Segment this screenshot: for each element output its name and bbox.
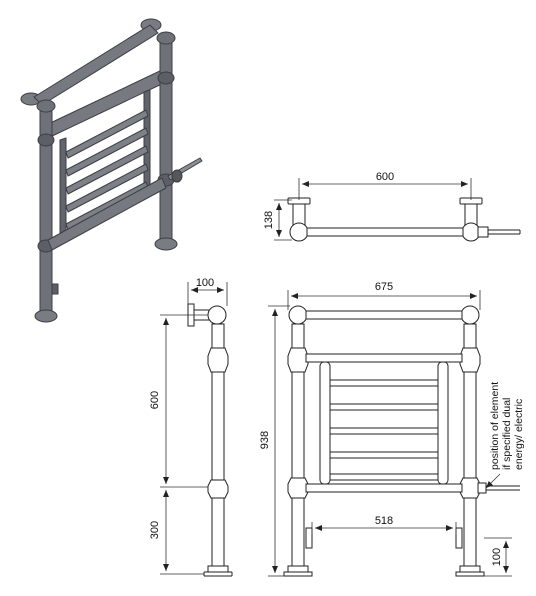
side-upper-label: 600 — [149, 391, 161, 409]
side-dimensions — [160, 282, 228, 575]
plan-width-label: 600 — [376, 171, 394, 183]
isometric-view — [20, 18, 203, 323]
inner-width-label: 518 — [375, 515, 393, 527]
note-line-2: if specified dual — [501, 398, 513, 470]
front-width-label: 675 — [375, 281, 393, 293]
side-view — [187, 303, 233, 577]
foot-height-label: 100 — [491, 548, 503, 566]
element-note: position of element if specified dual en… — [489, 382, 525, 470]
side-lower-label: 300 — [149, 521, 161, 539]
side-depth-label: 100 — [196, 277, 214, 289]
plan-depth-label: 138 — [263, 211, 275, 229]
front-height-label: 938 — [259, 431, 271, 449]
note-line-1: position of element — [489, 382, 501, 470]
note-line-3: energy/ electric — [513, 399, 525, 470]
plan-view — [287, 197, 521, 242]
front-dimensions — [268, 290, 512, 577]
plan-dimensions — [274, 178, 472, 241]
front-view — [283, 305, 520, 577]
